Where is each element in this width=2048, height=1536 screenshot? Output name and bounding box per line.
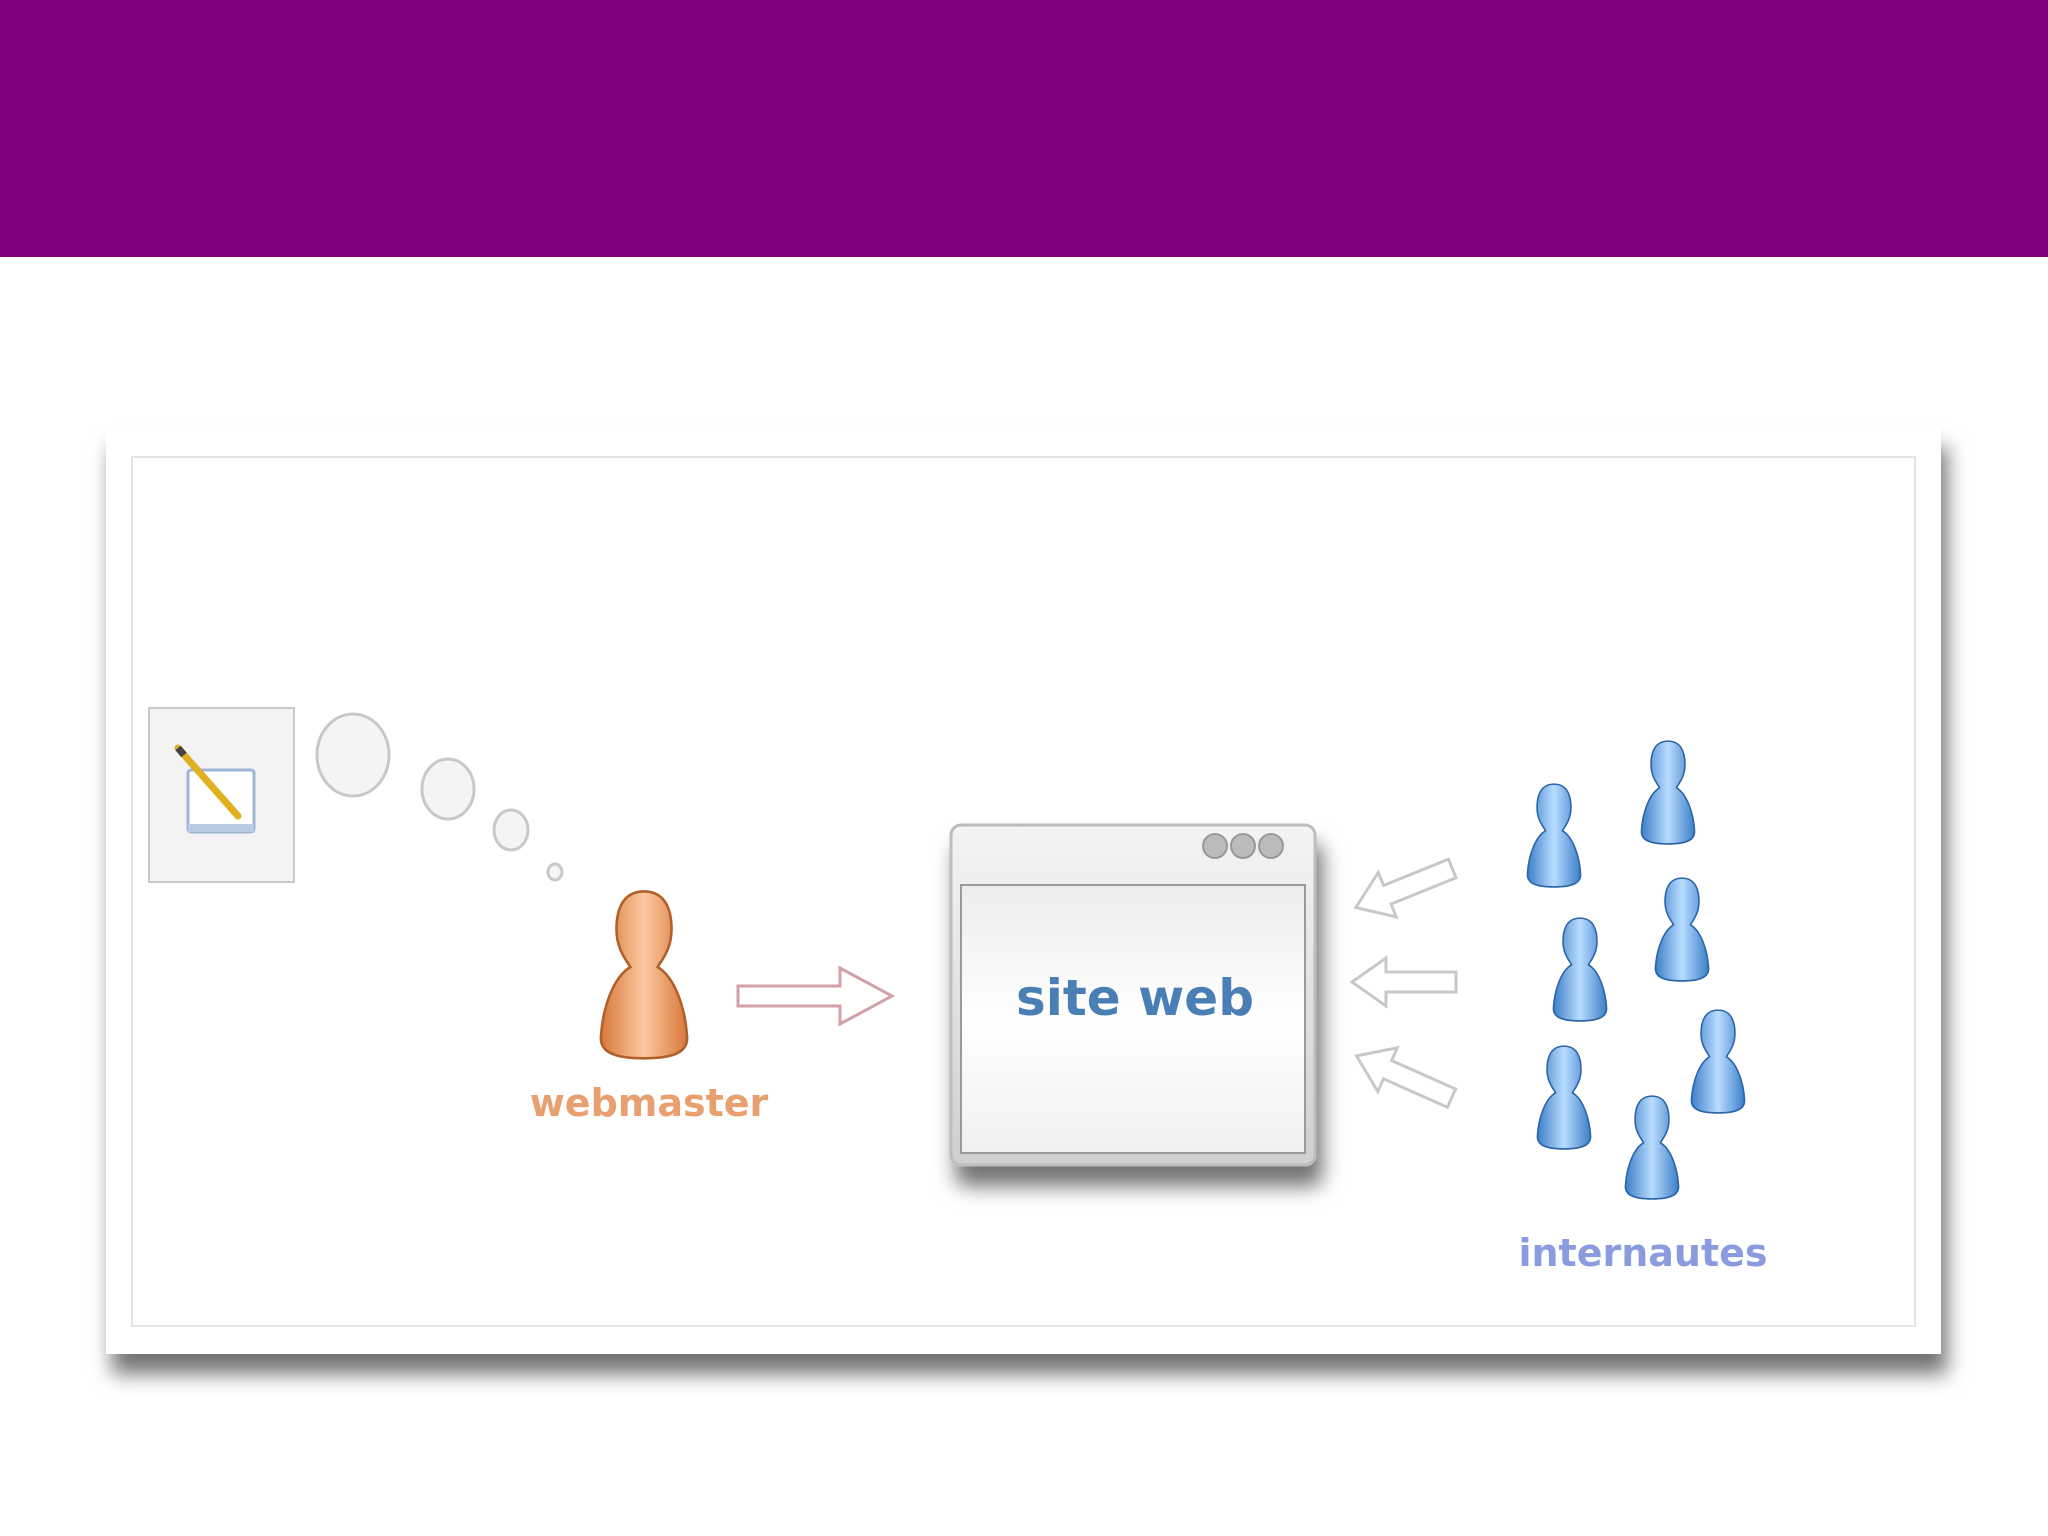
- arrow-left-icon: [1354, 1045, 1458, 1110]
- site-web-label: site web: [1016, 969, 1254, 1027]
- slide-header-bar: [0, 0, 2048, 257]
- arrow-left-icons: [1349, 857, 1458, 1110]
- thought-bubble-icon: [315, 712, 564, 882]
- webmaster-label: webmaster: [530, 1081, 769, 1125]
- notepad-pencil-icon: [148, 707, 295, 883]
- arrow-left-icon: [1353, 857, 1458, 920]
- arrow-right-icon: [736, 965, 896, 1027]
- browser-window-icon: [949, 823, 1317, 1167]
- internautes-label: internautes: [1518, 1231, 1767, 1275]
- arrow-left-icon: [1349, 955, 1458, 1009]
